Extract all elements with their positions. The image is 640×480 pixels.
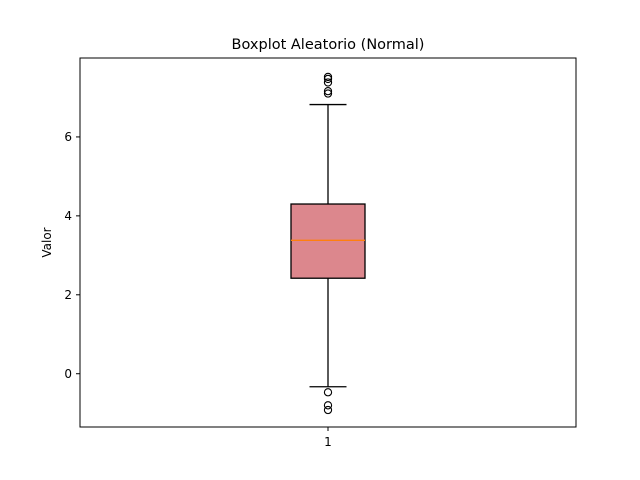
box-iqr (290, 203, 366, 279)
y-axis: 0 2 4 6 (64, 130, 80, 381)
outlier-point (323, 87, 333, 96)
x-axis: 1 (324, 427, 332, 449)
plot-area (290, 72, 366, 415)
y-tick-label: 0 (64, 367, 72, 381)
outlier-point (323, 78, 333, 87)
y-tick-label: 2 (64, 288, 72, 302)
outlier-point (323, 388, 333, 397)
outlier-point (323, 89, 333, 98)
y-axis-label: Valor (40, 227, 54, 257)
outlier-point (323, 405, 333, 415)
outlier-point (323, 401, 333, 410)
x-tick-label: 1 (324, 435, 332, 449)
y-tick-label: 6 (64, 130, 72, 144)
y-tick-label: 4 (64, 209, 72, 223)
outlier-point (323, 74, 333, 84)
chart-title: Boxplot Aleatorio (Normal) (232, 37, 425, 53)
